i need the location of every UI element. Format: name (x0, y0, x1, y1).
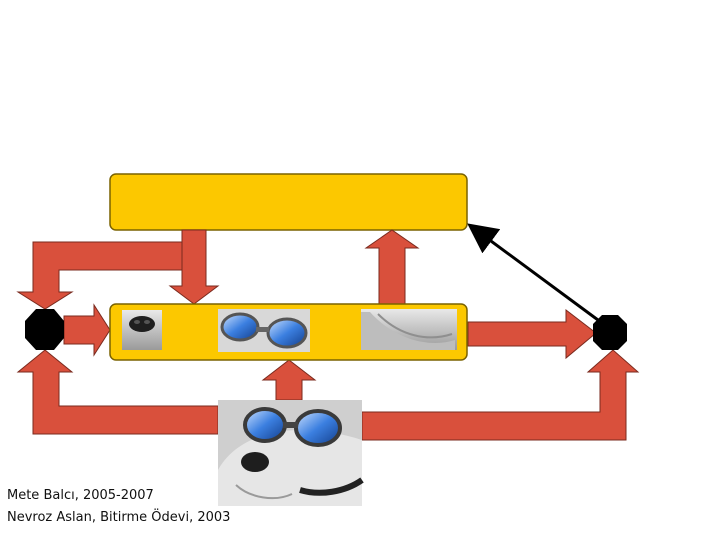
caption-line-2: Nevroz Aslan, Bitirme Ödevi, 2003 (7, 510, 231, 525)
bar-to-block-arrow (364, 229, 420, 305)
dog-portrait-image (218, 400, 364, 506)
portrait-to-bar-arrow (261, 359, 317, 401)
node-to-bar-arrow (63, 303, 111, 357)
left-feedback-arrow (16, 241, 187, 310)
bar-to-node-arrow (467, 308, 597, 360)
bottom-return-arrow-right (361, 349, 640, 441)
block-to-bar-arrow (168, 229, 220, 305)
dog-nose-image (122, 310, 162, 350)
top-block (109, 173, 468, 231)
caption-line-1: Mete Balcı, 2005-2007 (7, 488, 154, 503)
bottom-return-arrow-left (16, 349, 219, 435)
right-junction-node (593, 315, 627, 350)
connector-line (467, 223, 599, 322)
dog-ear-image (361, 309, 457, 350)
dog-goggles-image (218, 309, 310, 352)
left-junction-node (25, 309, 64, 350)
